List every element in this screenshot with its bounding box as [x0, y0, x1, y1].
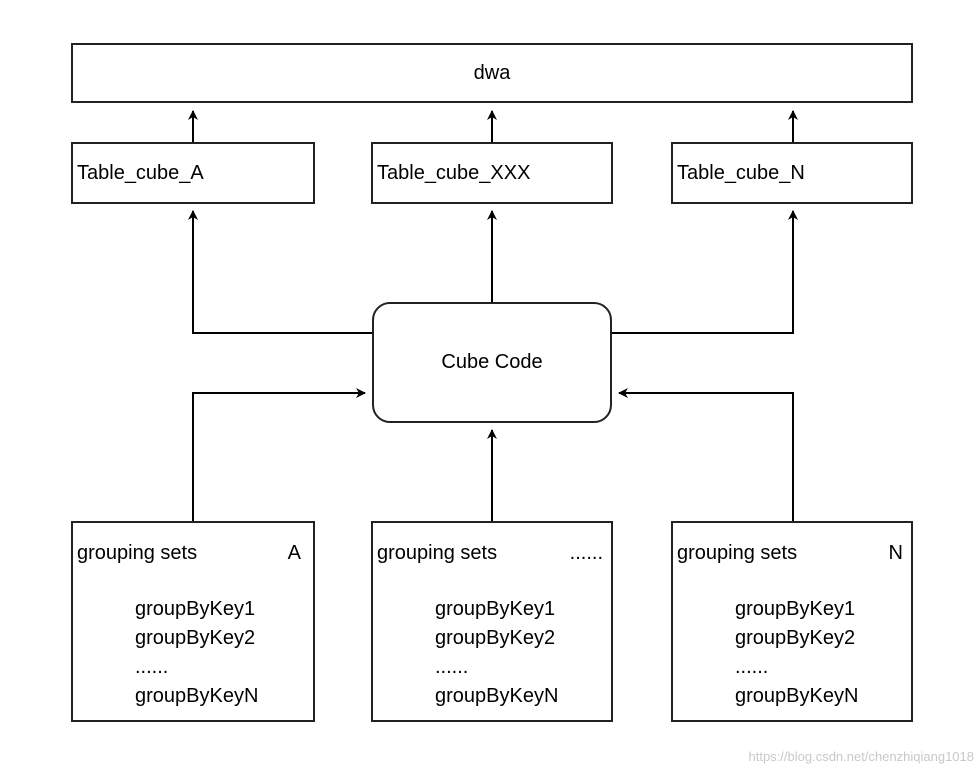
group-by-key: groupByKey1 [735, 598, 856, 620]
table-cube-xxx-label: Table_cube_XXX [377, 161, 531, 184]
dwa-box: dwa [71, 43, 913, 103]
arrow-cube-to-table-a [188, 210, 373, 334]
table-cube-a-label: Table_cube_A [77, 161, 204, 184]
table-cube-n-label: Table_cube_N [677, 161, 805, 184]
arrow-cube-to-table-n [611, 210, 798, 334]
group-by-key-ellipsis: ...... [135, 656, 169, 678]
group-by-key-list: groupByKey1 groupByKey2 ...... groupByKe… [735, 595, 858, 711]
grouping-sets-suffix: A [287, 542, 301, 564]
grouping-sets-a-box: grouping sets A groupByKey1 groupByKey2 … [71, 521, 315, 722]
arrow-gs-a-to-cube [192, 388, 366, 521]
cube-code-label: Cube Code [441, 351, 543, 373]
group-by-key-list: groupByKey1 groupByKey2 ...... groupByKe… [435, 595, 558, 711]
grouping-sets-label: grouping sets [377, 542, 498, 564]
group-by-key: groupByKey2 [135, 627, 256, 649]
grouping-sets-suffix: ...... [569, 542, 603, 564]
watermark-url: https://blog.csdn.net/chenzhiqiang1018 [748, 749, 974, 764]
group-by-key-ellipsis: ...... [735, 656, 769, 678]
grouping-sets-label: grouping sets [77, 542, 198, 564]
group-by-key: groupByKey2 [735, 627, 856, 649]
dwa-label: dwa [473, 61, 511, 84]
group-by-key-ellipsis: ...... [435, 656, 469, 678]
group-by-key: groupByKeyN [135, 685, 259, 707]
group-by-key-list: groupByKey1 groupByKey2 ...... groupByKe… [135, 595, 258, 711]
table-cube-a-box: Table_cube_A [71, 142, 315, 204]
group-by-key: groupByKey2 [435, 627, 556, 649]
group-by-key: groupByKeyN [435, 685, 559, 707]
table-cube-n-box: Table_cube_N [671, 142, 913, 204]
grouping-sets-n-box: grouping sets N groupByKey1 groupByKey2 … [671, 521, 913, 722]
grouping-sets-suffix: N [888, 542, 903, 564]
group-by-key: groupByKey1 [435, 598, 556, 620]
table-cube-xxx-box: Table_cube_XXX [371, 142, 613, 204]
cube-code-box: Cube Code [372, 302, 612, 423]
arrow-gs-n-to-cube [618, 388, 794, 521]
group-by-key: groupByKey1 [135, 598, 256, 620]
grouping-sets-mid-box: grouping sets ...... groupByKey1 groupBy… [371, 521, 613, 722]
group-by-key: groupByKeyN [735, 685, 859, 707]
grouping-sets-label: grouping sets [677, 542, 798, 564]
